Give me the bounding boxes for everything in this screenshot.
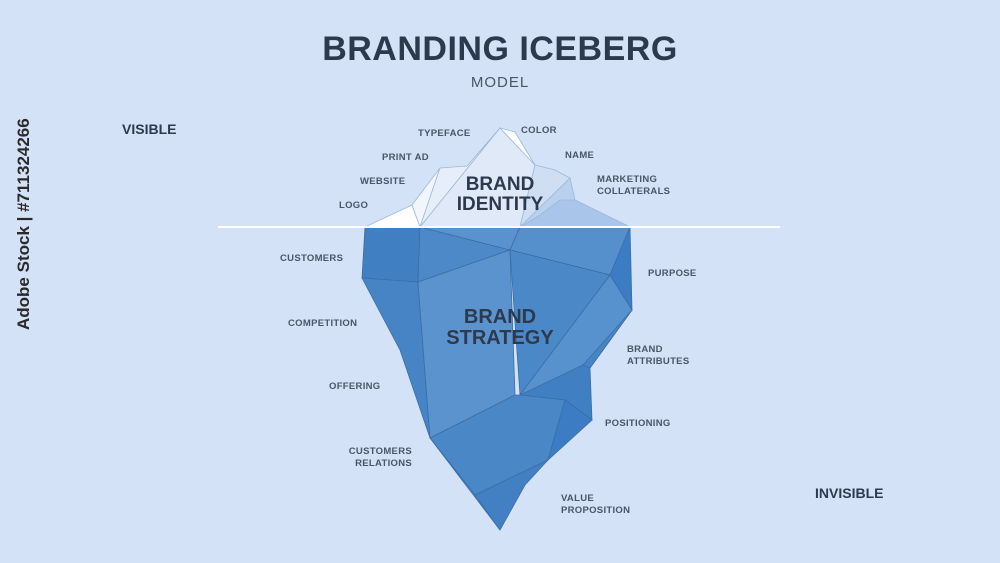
item-typeface: TYPEFACE xyxy=(418,128,471,139)
brand-identity-line2: IDENTITY xyxy=(456,193,544,215)
item-marketing-line1: MARKETING xyxy=(597,174,658,185)
item-marketing-line2: COLLATERALS xyxy=(597,186,671,197)
item-offering: OFFERING xyxy=(329,381,381,392)
invisible-zone-label: INVISIBLE xyxy=(815,485,884,501)
brand-identity-label: BRAND IDENTITY xyxy=(445,175,555,215)
item-value-line1: VALUE xyxy=(561,493,594,504)
item-brand-attributes: BRAND ATTRIBUTES xyxy=(627,344,689,368)
item-website: WEBSITE xyxy=(360,176,406,187)
item-logo: LOGO xyxy=(339,200,369,211)
item-relations-line2: RELATIONS xyxy=(355,458,412,469)
brand-identity-line1: BRAND xyxy=(465,174,535,195)
item-attributes-line1: BRAND xyxy=(627,344,663,355)
visible-zone-label: VISIBLE xyxy=(122,121,177,137)
item-customers-relations: CUSTOMERS RELATIONS xyxy=(340,446,412,470)
item-marketing-collaterals: MARKETING COLLATERALS xyxy=(597,174,670,198)
item-customers: CUSTOMERS xyxy=(280,253,344,264)
item-competition: COMPETITION xyxy=(288,318,358,329)
brand-strategy-line2: STRATEGY xyxy=(446,327,554,349)
item-value-line2: PROPOSITION xyxy=(561,505,631,516)
item-print-ad: PRINT AD xyxy=(382,152,429,163)
item-value-proposition: VALUE PROPOSITION xyxy=(561,493,630,517)
item-name: NAME xyxy=(565,150,595,161)
item-attributes-line2: ATTRIBUTES xyxy=(627,356,690,367)
item-relations-line1: CUSTOMERS xyxy=(348,446,412,457)
item-purpose: PURPOSE xyxy=(648,268,697,279)
brand-strategy-label: BRAND STRATEGY xyxy=(435,307,565,349)
stock-watermark: Adobe Stock | #711324266 xyxy=(14,118,33,330)
diagram-title: BRANDING ICEBERG xyxy=(322,30,678,68)
iceberg-base xyxy=(361,226,633,531)
iceberg-tip xyxy=(364,127,631,229)
diagram-subtitle: MODEL xyxy=(470,74,530,91)
item-color: COLOR xyxy=(521,125,557,136)
item-positioning: POSITIONING xyxy=(605,418,671,429)
brand-strategy-line1: BRAND xyxy=(463,306,537,328)
